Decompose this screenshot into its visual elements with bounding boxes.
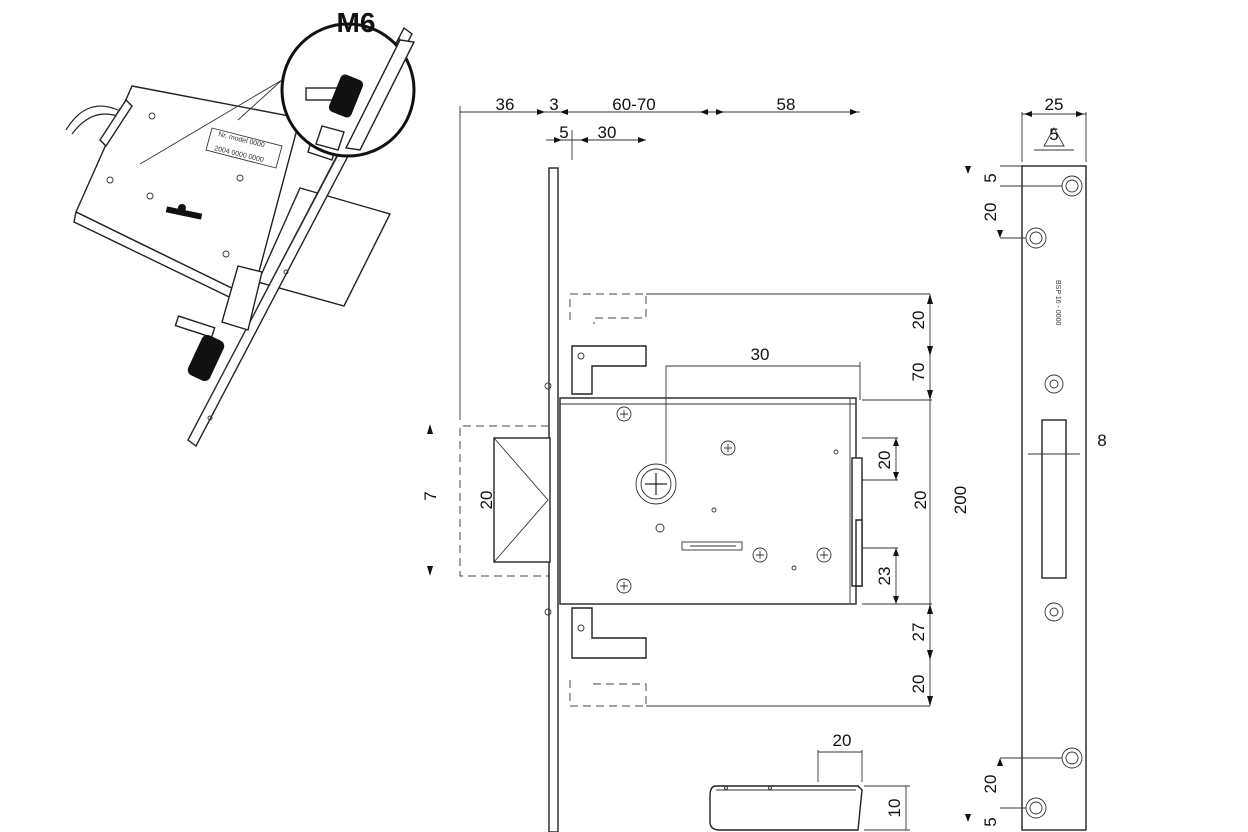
dim-20-latch: 20 xyxy=(477,491,496,510)
dim-58: 58 xyxy=(777,95,796,114)
dim-3: 3 xyxy=(549,95,558,114)
dim-200: 200 xyxy=(951,486,970,514)
cylinder-hole xyxy=(635,463,677,505)
dim-20-bottom: 20 xyxy=(981,775,1000,794)
dim-7: 7 xyxy=(421,491,440,500)
m6-badge-label: M6 xyxy=(337,7,376,38)
dim-20-bolt: 20 xyxy=(833,731,852,750)
body-screws xyxy=(616,406,832,594)
dim-23: 23 xyxy=(875,567,894,586)
dim-70: 70 xyxy=(909,363,928,382)
dim-25: 25 xyxy=(1045,95,1064,114)
dim-20-c: 20 xyxy=(911,491,930,510)
dim-5: 5 xyxy=(559,123,568,142)
lock-elevation-view: 36 3 60-70 58 5 30 xyxy=(421,95,970,832)
dim-27: 27 xyxy=(909,623,928,642)
dim-36: 36 xyxy=(496,95,515,114)
dim-60-70: 60-70 xyxy=(612,95,655,114)
dim-30-body: 30 xyxy=(751,345,770,364)
strike-plate-view: 25 5 BSP 16 - 0000 8 5 20 20 5 xyxy=(965,95,1107,831)
dim-5-bottom: 5 xyxy=(981,817,1000,826)
dim-5-v: 5 xyxy=(981,173,1000,182)
m6-detail-callout: M6 xyxy=(237,7,416,158)
lock-case xyxy=(559,397,857,605)
dim-10-bolt: 10 xyxy=(885,799,904,818)
bolt-detail: 20 10 xyxy=(709,731,910,831)
right-dimension-chain: 20 70 20 20 200 23 27 20 xyxy=(646,294,970,707)
plate-engraving: BSP 16 - 0000 xyxy=(1054,280,1061,326)
dim-20-d: 20 xyxy=(909,675,928,694)
dim-30: 30 xyxy=(598,123,617,142)
latch-slot xyxy=(1041,419,1067,579)
dim-20-a: 20 xyxy=(909,311,928,330)
dim-20-v: 20 xyxy=(981,203,1000,222)
dim-20-b: 20 xyxy=(875,451,894,470)
dim-5-top: 5 xyxy=(1049,125,1058,144)
dim-8: 8 xyxy=(1097,431,1106,450)
